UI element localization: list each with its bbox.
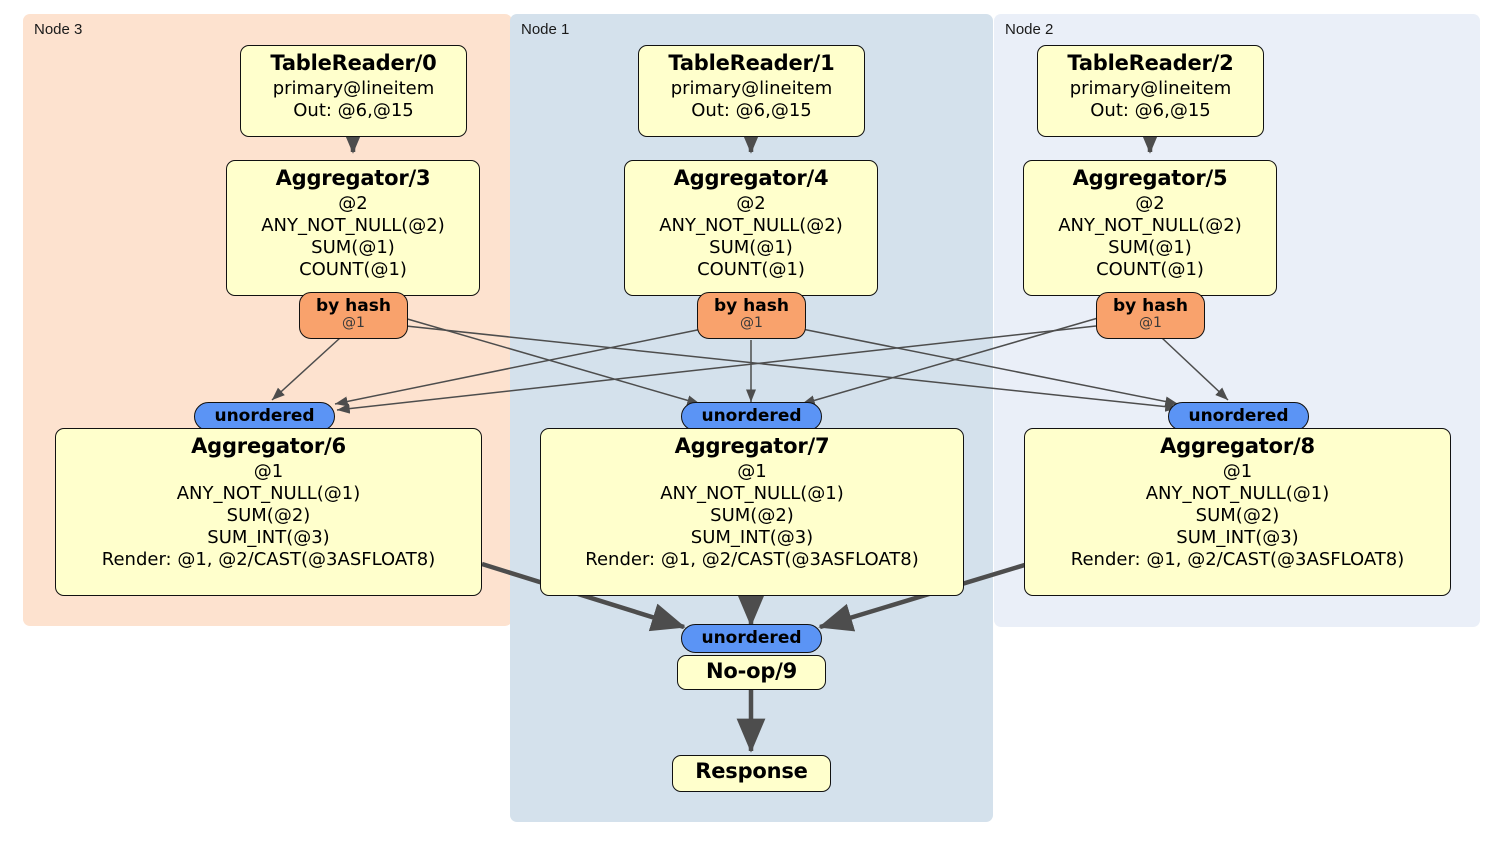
processor-line: ANY_NOT_NULL(@1): [660, 482, 844, 504]
processor-line: SUM(@2): [226, 505, 311, 527]
processor-title: Aggregator/4: [673, 166, 829, 190]
router-title: by hash: [1113, 296, 1188, 316]
processor-table-reader-0[interactable]: TableReader/0 primary@lineitem Out: @6,@…: [240, 45, 467, 137]
processor-line: ANY_NOT_NULL(@2): [659, 214, 843, 236]
processor-render-line: Render: @1, @2/CAST(@3ASFLOAT8): [1070, 549, 1405, 571]
processor-line: @2: [338, 192, 368, 214]
processor-aggregator-7[interactable]: Aggregator/7 @1 ANY_NOT_NULL(@1) SUM(@2)…: [540, 428, 964, 596]
processor-line: COUNT(@1): [697, 259, 805, 281]
node-panel-label-node2: Node 2: [1005, 21, 1054, 38]
processor-line: SUM(@1): [1108, 237, 1192, 259]
synchronizer-label: unordered: [214, 405, 315, 426]
router-column: @1: [342, 315, 365, 332]
processor-title: Response: [695, 759, 808, 783]
processor-aggregator-6[interactable]: Aggregator/6 @1 ANY_NOT_NULL(@1) SUM(@2)…: [55, 428, 482, 596]
processor-title: No-op/9: [705, 659, 798, 683]
processor-table-reader-2[interactable]: TableReader/2 primary@lineitem Out: @6,@…: [1037, 45, 1264, 137]
processor-line: @2: [736, 192, 766, 214]
processor-aggregator-8[interactable]: Aggregator/8 @1 ANY_NOT_NULL(@1) SUM(@2)…: [1024, 428, 1451, 596]
synchronizer-label: unordered: [701, 405, 802, 426]
router-by-hash-3[interactable]: by hash @1: [299, 292, 408, 339]
processor-render-line: Render: @1, @2/CAST(@3ASFLOAT8): [585, 549, 919, 571]
processor-line: Out: @6,@15: [1090, 99, 1211, 121]
synchronizer-label: unordered: [701, 627, 802, 648]
synchronizer-unordered-6[interactable]: unordered: [194, 402, 335, 431]
processor-line: primary@lineitem: [272, 77, 435, 99]
processor-line: primary@lineitem: [1069, 77, 1232, 99]
processor-line: COUNT(@1): [1096, 259, 1204, 281]
processor-line: SUM(@2): [1195, 505, 1280, 527]
processor-line: SUM(@1): [709, 237, 793, 259]
processor-line: SUM(@2): [710, 505, 794, 527]
processor-line: primary@lineitem: [670, 77, 833, 99]
processor-table-reader-1[interactable]: TableReader/1 primary@lineitem Out: @6,@…: [638, 45, 865, 137]
synchronizer-unordered-8[interactable]: unordered: [1168, 402, 1309, 431]
processor-title: Aggregator/8: [1160, 434, 1315, 458]
processor-render-line: Render: @1, @2/CAST(@3ASFLOAT8): [101, 549, 436, 571]
processor-line: @1: [737, 460, 767, 482]
processor-line: @2: [1135, 192, 1165, 214]
processor-aggregator-3[interactable]: Aggregator/3 @2 ANY_NOT_NULL(@2) SUM(@1)…: [226, 160, 480, 296]
synchronizer-label: unordered: [1188, 405, 1289, 426]
processor-title: Aggregator/5: [1072, 166, 1228, 190]
processor-title: Aggregator/7: [674, 434, 830, 458]
processor-title: TableReader/2: [1067, 51, 1234, 75]
node-panel-label-node1: Node 1: [521, 21, 570, 38]
processor-title: Aggregator/6: [191, 434, 346, 458]
processor-line: ANY_NOT_NULL(@2): [1058, 214, 1242, 236]
processor-line: ANY_NOT_NULL(@1): [176, 482, 361, 504]
router-column: @1: [740, 315, 763, 332]
processor-line: Out: @6,@15: [293, 99, 414, 121]
router-by-hash-4[interactable]: by hash @1: [697, 292, 806, 339]
processor-response[interactable]: Response: [672, 755, 831, 792]
processor-aggregator-4[interactable]: Aggregator/4 @2 ANY_NOT_NULL(@2) SUM(@1)…: [624, 160, 878, 296]
processor-aggregator-5[interactable]: Aggregator/5 @2 ANY_NOT_NULL(@2) SUM(@1)…: [1023, 160, 1277, 296]
processor-line: ANY_NOT_NULL(@2): [261, 214, 445, 236]
processor-title: Aggregator/3: [275, 166, 431, 190]
processor-title: TableReader/0: [270, 51, 437, 75]
processor-line: ANY_NOT_NULL(@1): [1145, 482, 1330, 504]
processor-line: SUM_INT(@3): [690, 527, 814, 549]
router-title: by hash: [316, 296, 391, 316]
processor-no-op-9[interactable]: No-op/9: [677, 655, 826, 690]
processor-title: TableReader/1: [668, 51, 835, 75]
router-title: by hash: [714, 296, 789, 316]
processor-line: COUNT(@1): [299, 259, 407, 281]
processor-line: Out: @6,@15: [691, 99, 812, 121]
router-column: @1: [1139, 315, 1162, 332]
processor-line: SUM_INT(@3): [207, 527, 330, 549]
synchronizer-unordered-7[interactable]: unordered: [681, 402, 822, 431]
router-by-hash-5[interactable]: by hash @1: [1096, 292, 1205, 339]
processor-line: @1: [1222, 460, 1253, 482]
processor-line: SUM_INT(@3): [1176, 527, 1299, 549]
processor-line: @1: [253, 460, 284, 482]
node-panel-label-node3: Node 3: [34, 21, 83, 38]
processor-line: SUM(@1): [311, 237, 395, 259]
synchronizer-unordered-9[interactable]: unordered: [681, 624, 822, 653]
